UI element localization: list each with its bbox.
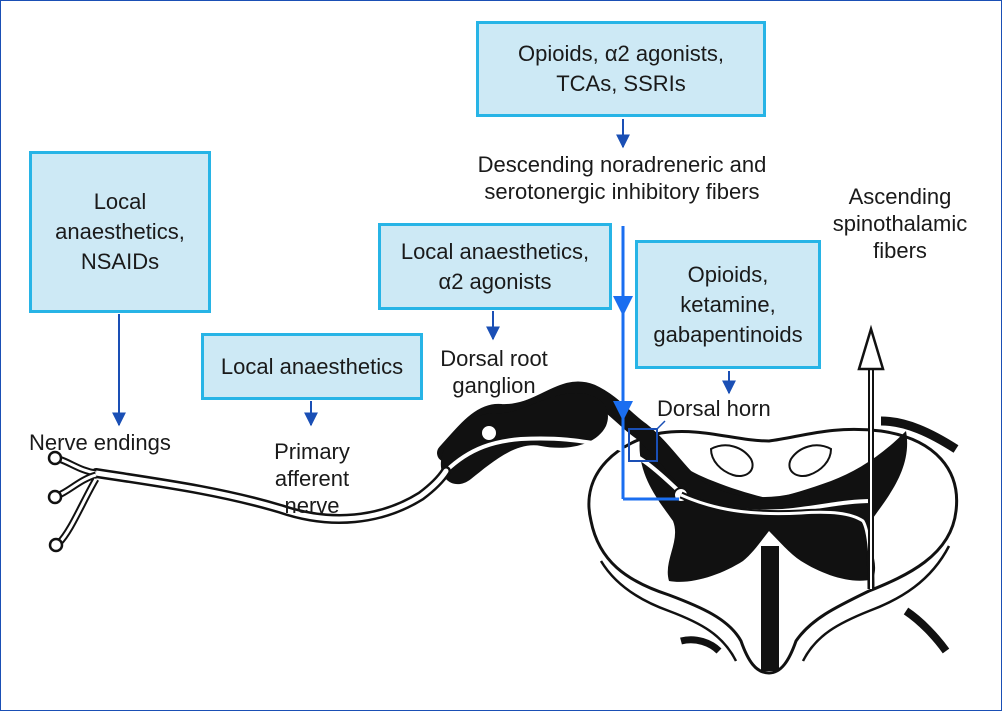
box-line: α2 agonists <box>438 268 552 294</box>
box-line: Opioids, α2 agonists, <box>518 41 724 66</box>
spinal-cord-cross-section <box>587 416 959 675</box>
label-line: Dorsal horn <box>657 396 771 421</box>
box-line: Local <box>93 189 147 214</box>
box-local-anaesthetics-primary: Local anaesthetics <box>201 333 423 400</box>
label-dorsal-horn: Dorsal horn <box>657 395 803 422</box>
box-line: Opioids, <box>687 261 769 287</box>
box-local-anaesthetics-alpha2: Local anaesthetics, α2 agonists <box>378 223 612 310</box>
ascending-arrow-head <box>857 324 885 371</box>
box-line: TCAs, SSRIs <box>556 71 686 96</box>
label-line: Descending noradreneric and <box>477 152 767 177</box>
label-line: Primary <box>274 439 350 464</box>
label-line: fibers <box>873 238 927 263</box>
dorsal-horn-marker <box>628 428 658 462</box>
box-line: ketamine, <box>680 291 776 317</box>
label-line: spinothalamic <box>832 211 968 236</box>
box-line: Local anaesthetics <box>220 353 404 379</box>
label-ascending-fibers: Ascending spinothalamic fibers <box>811 183 989 264</box>
box-opioids-ketamine-gabapentinoids: Opioids, ketamine, gabapentinoids <box>635 240 821 369</box>
label-line: ganglion <box>452 373 536 398</box>
box-line: Local anaesthetics, <box>400 238 590 264</box>
label-line: nerve <box>284 493 340 518</box>
label-line: afferent <box>274 466 350 491</box>
box-local-anaesthetics-nsaids: Local anaesthetics, NSAIDs <box>29 151 211 313</box>
connector-arrows <box>112 119 736 427</box>
box-line: gabapentinoids <box>653 321 803 347</box>
label-line: Dorsal root <box>440 346 548 371</box>
label-line: Ascending <box>848 184 952 209</box>
ascending-spinothalamic-pathway <box>679 324 885 590</box>
box-opioids-alpha2-tcas-ssris: Opioids, α2 agonists, TCAs, SSRIs <box>476 21 766 117</box>
label-nerve-endings: Nerve endings <box>29 429 215 456</box>
label-line: Nerve endings <box>29 430 171 455</box>
ventral-fissure <box>761 546 779 671</box>
descending-inhibitory-pathway <box>613 226 679 501</box>
nerve-endings <box>47 450 100 553</box>
box-line: anaesthetics, <box>55 219 185 244</box>
box-line: NSAIDs <box>80 249 160 274</box>
label-line: serotonergic inhibitory fibers <box>484 179 760 204</box>
label-dorsal-root-ganglion: Dorsal root ganglion <box>419 345 569 399</box>
label-primary-afferent-nerve: Primary afferent nerve <box>245 438 379 519</box>
label-descending-fibers: Descending noradreneric and serotonergic… <box>441 151 803 205</box>
